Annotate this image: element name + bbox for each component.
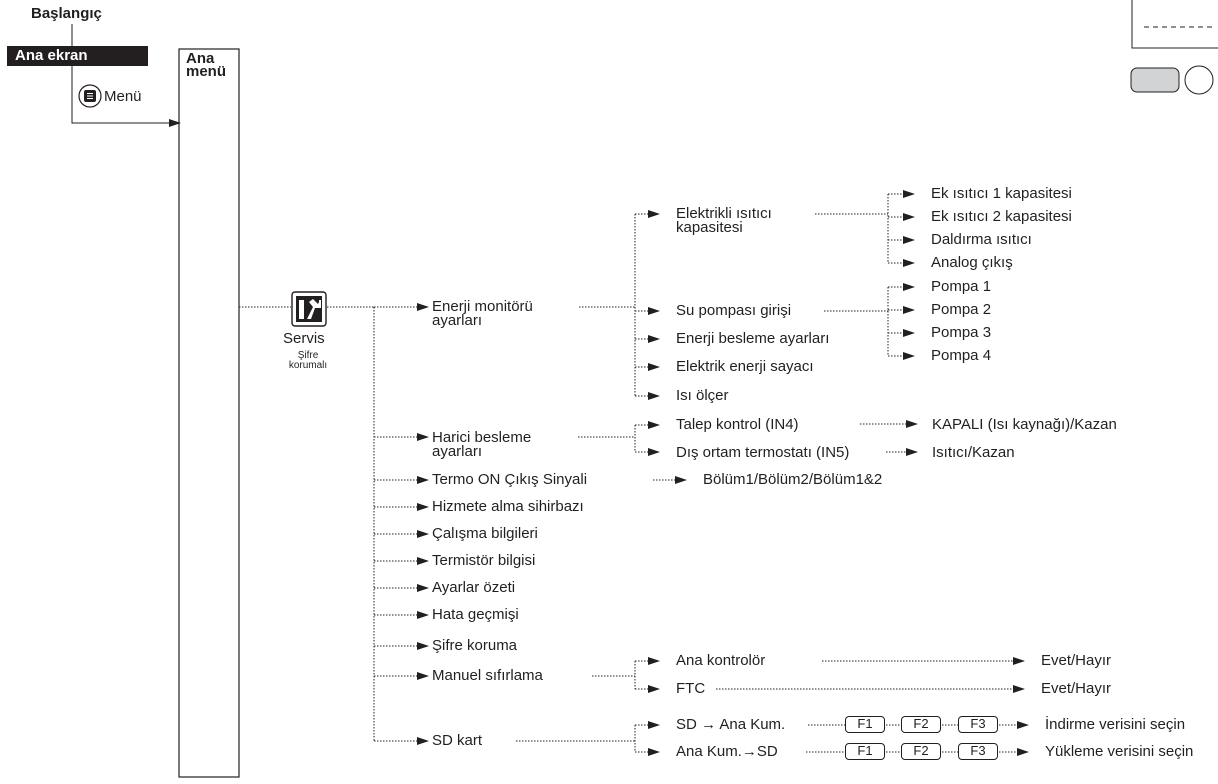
main-menu-title: Ana menü: [186, 50, 227, 80]
outdoor-thermostat-in5[interactable]: Dış ortam termostatı (IN5): [676, 444, 850, 461]
demand-control-in4[interactable]: Talep kontrol (IN4): [676, 416, 799, 433]
thermistor-info[interactable]: Termistör bilgisi: [432, 552, 536, 569]
energy-monitor-settings[interactable]: Enerji monitörü ayarları: [432, 298, 533, 329]
service-label[interactable]: Servis: [283, 330, 325, 347]
heater-capacity-item[interactable]: Ek ısıtıcı 1 kapasitesi: [931, 185, 1072, 202]
water-pump-input[interactable]: Su pompası girişi: [676, 302, 792, 319]
download-data-select: İndirme verisini seçin: [1045, 716, 1186, 733]
pump-item[interactable]: Pompa 4: [931, 347, 992, 364]
f2-key[interactable]: F2: [901, 743, 941, 760]
f1-key[interactable]: F1: [845, 716, 885, 733]
pump-item[interactable]: Pompa 2: [931, 301, 992, 318]
main-menu-box: [178, 48, 240, 778]
menu-button-label[interactable]: Menü: [104, 88, 142, 105]
home-screen-header: Ana ekran: [7, 46, 148, 66]
password-protection[interactable]: Şifre koruma: [432, 637, 518, 654]
reset-ftc[interactable]: FTC: [676, 680, 706, 697]
heater-capacity-item[interactable]: Daldırma ısıtıcı: [931, 231, 1032, 248]
f3-key[interactable]: F3: [958, 743, 998, 760]
settings-summary[interactable]: Ayarlar özeti: [432, 579, 516, 596]
remote-controller-sketch: [1130, 0, 1218, 95]
reset-main-controller[interactable]: Ana kontrolör: [676, 652, 766, 669]
upload-data-select: Yükleme verisini seçin: [1045, 743, 1194, 760]
f1-key[interactable]: F1: [845, 743, 885, 760]
main-controller-to-sd[interactable]: Ana Kum.→SD: [676, 743, 778, 760]
f3-key[interactable]: F3: [958, 716, 998, 733]
energy-supply-settings[interactable]: Enerji besleme ayarları: [676, 330, 830, 347]
external-supply-settings[interactable]: Harici besleme ayarları: [432, 429, 532, 460]
reset-value: Evet/Hayır: [1041, 680, 1112, 697]
electric-energy-meter[interactable]: Elektrik enerji sayacı: [676, 358, 814, 375]
outdoor-thermostat-value: Isıtıcı/Kazan: [932, 444, 1015, 461]
start-label: Başlangıç: [31, 5, 102, 22]
service-tools-icon: [291, 291, 327, 327]
thermo-on-value: Bölüm1/Bölüm2/Bölüm1&2: [703, 471, 883, 488]
commissioning-wizard[interactable]: Hizmete alma sihirbazı: [432, 498, 584, 515]
heat-meter[interactable]: Isı ölçer: [676, 387, 729, 404]
pump-item[interactable]: Pompa 1: [931, 278, 992, 295]
demand-control-value: KAPALI (Isı kaynağı)/Kazan: [932, 416, 1117, 433]
manual-reset[interactable]: Manuel sıfırlama: [432, 667, 543, 684]
heater-capacity-item[interactable]: Ek ısıtıcı 2 kapasitesi: [931, 208, 1072, 225]
password-protected-note: Şifre korumalı: [288, 350, 328, 371]
error-history[interactable]: Hata geçmişi: [432, 606, 519, 623]
sd-to-main-controller[interactable]: SD → Ana Kum.: [676, 716, 786, 733]
menu-button-icon: [78, 84, 102, 108]
thermo-on-output-signal[interactable]: Termo ON Çıkış Sinyali: [432, 471, 588, 488]
sd-card[interactable]: SD kart: [432, 732, 483, 749]
heater-capacity-item[interactable]: Analog çıkış: [931, 254, 1013, 271]
electric-heater-capacity[interactable]: Elektrikli ısıtıcı kapasitesi: [676, 205, 772, 236]
reset-value: Evet/Hayır: [1041, 652, 1112, 669]
pump-item[interactable]: Pompa 3: [931, 324, 992, 341]
f2-key[interactable]: F2: [901, 716, 941, 733]
operation-info[interactable]: Çalışma bilgileri: [432, 525, 538, 542]
